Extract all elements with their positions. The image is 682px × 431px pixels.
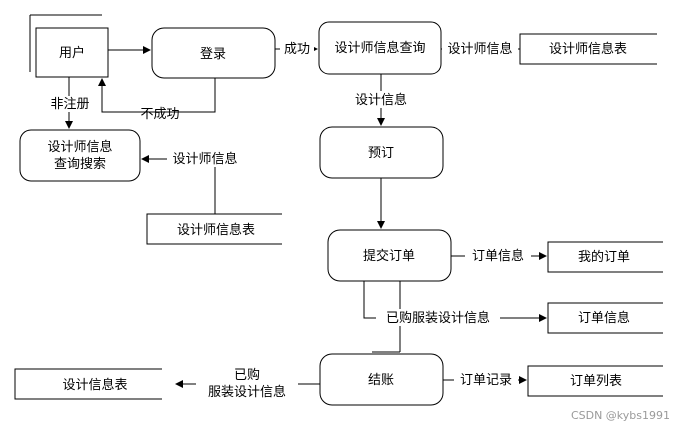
label-order-record: 订单记录 (460, 373, 512, 388)
designer-query-search-label-1: 设计师信息 (47, 139, 112, 155)
label-designer-info-left: 设计师信息 (172, 151, 237, 167)
my-orders-label: 我的订单 (578, 249, 630, 265)
submit-order-label: 提交订单 (363, 248, 415, 264)
checkout-process: 结账 (319, 353, 444, 406)
designer-info-query-label: 设计师信息查询 (334, 40, 425, 56)
label-bg (44, 96, 96, 112)
label-bg (454, 371, 518, 388)
label-bg (465, 247, 531, 264)
designer-query-search-label-2: 查询搜索 (54, 157, 106, 172)
my-orders-store: 我的订单 (547, 241, 663, 273)
label-bg (348, 91, 414, 108)
designer-query-search-process: 设计师信息 查询搜索 (19, 129, 141, 182)
order-list-label: 订单列表 (570, 374, 622, 389)
label-bg (442, 40, 518, 57)
label-designer-info-top: 设计师信息 (447, 41, 512, 57)
label-bg (167, 150, 243, 167)
label-purchased-l1: 已购 (234, 367, 260, 383)
label-success: 成功 (284, 42, 310, 57)
checkout-label: 结账 (368, 373, 394, 388)
watermark: CSDN @kybs1991 (571, 409, 670, 422)
login-label: 登录 (200, 47, 226, 62)
login-process: 登录 (151, 27, 276, 79)
designer-info-table-left-store: 设计师信息表 (146, 213, 282, 245)
label-non-registered: 非注册 (50, 97, 89, 112)
label-purchased-l2: 服装设计信息 (208, 384, 286, 400)
edge-left-table-search (141, 155, 216, 214)
designer-info-query-process: 设计师信息查询 (318, 21, 442, 75)
label-order-info-edge: 订单信息 (472, 248, 524, 264)
reserve-label: 预订 (368, 146, 394, 161)
designer-info-table-top-store: 设计师信息表 (519, 33, 657, 65)
edge-login-failed (98, 78, 216, 113)
label-bg (376, 309, 500, 326)
design-info-table-label: 设计信息表 (62, 377, 127, 393)
designer-info-table-left-label: 设计师信息表 (177, 222, 255, 238)
user-label: 用户 (59, 45, 85, 61)
label-bg (196, 366, 298, 401)
label-design-info: 设计信息 (355, 92, 407, 108)
user-entity: 用户 (29, 14, 109, 78)
order-info-store: 订单信息 (547, 302, 663, 334)
order-list-store: 订单列表 (527, 365, 663, 397)
label-bg (280, 40, 314, 57)
submit-order-process: 提交订单 (327, 229, 452, 282)
reserve-process: 预订 (319, 126, 444, 179)
order-info-label: 订单信息 (578, 310, 630, 326)
label-failed: 不成功 (140, 107, 179, 122)
label-purchased-design-info: 已购服装设计信息 (386, 310, 490, 326)
designer-info-table-top-label: 设计师信息表 (549, 41, 627, 57)
design-info-table-store: 设计信息表 (14, 368, 162, 400)
